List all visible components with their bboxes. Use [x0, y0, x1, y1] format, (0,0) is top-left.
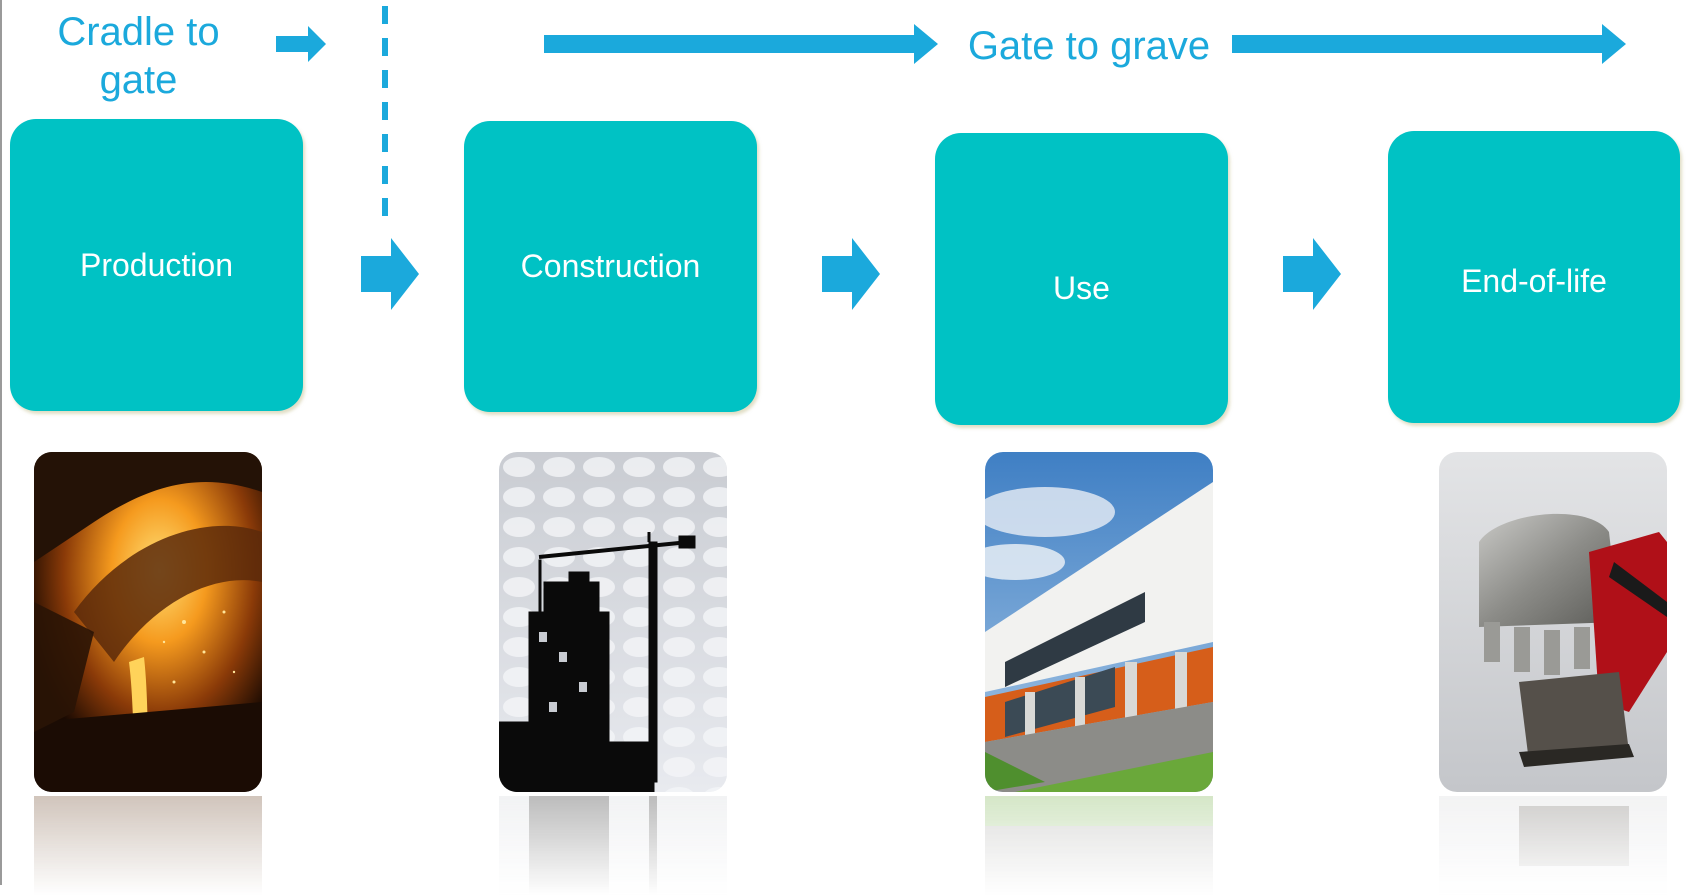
stage-label: End-of-life — [1461, 262, 1607, 299]
stage-box-use: Use — [935, 133, 1228, 425]
photo-reflection-end-of-life — [1439, 796, 1667, 896]
slide-left-border — [0, 0, 2, 885]
gate-to-grave-arrow-left — [544, 24, 938, 64]
cradle-to-gate-label: Cradle to gate — [57, 10, 220, 102]
photo-reflection-use — [985, 796, 1213, 896]
stage-label: Use — [1053, 269, 1110, 306]
photo-molten-steel — [34, 452, 262, 792]
photo-modern-building — [985, 452, 1213, 792]
stage-label: Construction — [520, 248, 701, 284]
stage-box-construction: Construction — [464, 121, 757, 412]
stage-box-end-of-life: End-of-life — [1388, 131, 1680, 423]
system-boundary-dashed-line — [382, 6, 388, 216]
flow-arrow-2 — [822, 238, 880, 310]
photo-reflection-construction — [499, 796, 727, 896]
flow-arrow-1 — [361, 238, 419, 310]
gate-to-grave-arrow-right — [1232, 24, 1626, 64]
flow-arrow-3 — [1283, 238, 1341, 310]
cradle-to-gate-arrow — [276, 26, 326, 62]
stage-box-production: Production — [10, 119, 303, 411]
gate-to-grave-label: Gate to grave — [967, 24, 1211, 68]
stage-label: Production — [80, 246, 233, 283]
photo-construction-crane — [499, 452, 727, 792]
photo-excavator-bucket — [1439, 452, 1667, 792]
photo-reflection-production — [34, 796, 262, 896]
